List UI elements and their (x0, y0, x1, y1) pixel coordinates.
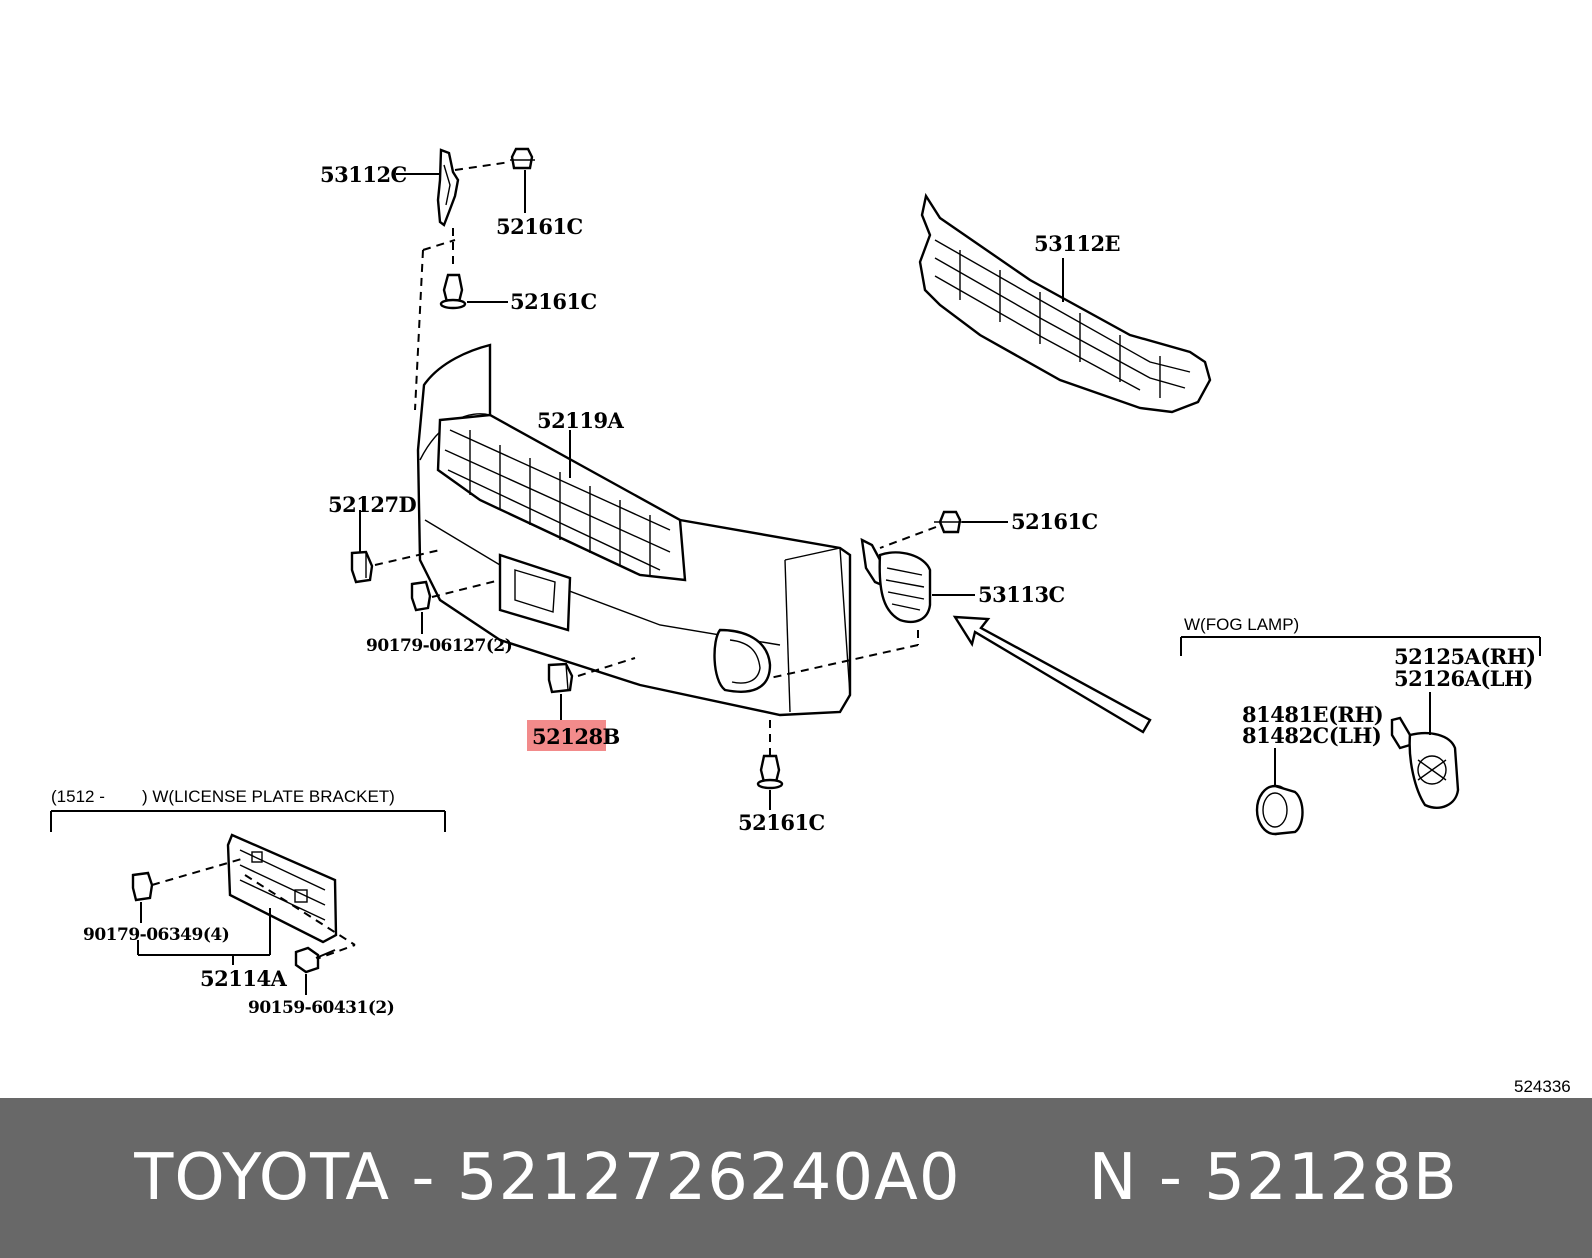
label-52126a[interactable]: 52126A(LH) (1394, 666, 1533, 691)
direction-arrow (952, 615, 1152, 734)
label-53112e[interactable]: 53112E (1034, 231, 1121, 256)
footer-separator: - (390, 1141, 457, 1215)
label-53113c[interactable]: 53113C (978, 582, 1065, 607)
label-52161c-bottom[interactable]: 52161C (738, 810, 825, 835)
clip-icon (439, 273, 467, 310)
fog-lamp-group-bracket (1180, 636, 1541, 656)
label-90179-06127[interactable]: 90179-06127(2) (366, 636, 513, 656)
label-52119a[interactable]: 52119A (537, 408, 625, 433)
footer-diagram-part: 52128B (1204, 1141, 1458, 1215)
part-53113c-drawing (860, 537, 932, 624)
retainer-52127d-drawing (350, 550, 374, 584)
label-52161c-mid[interactable]: 52161C (510, 289, 597, 314)
fog-lamp-note: W(FOG LAMP) (1184, 615, 1299, 634)
part-81481e-drawing (1255, 784, 1304, 836)
label-53112c[interactable]: 53112C (320, 162, 407, 187)
part-52114a-drawing (226, 833, 338, 944)
label-52161c-top[interactable]: 52161C (496, 214, 583, 239)
nut-90179-06127-drawing (410, 580, 432, 612)
part-53112c-drawing (436, 148, 460, 227)
clip-icon (756, 754, 784, 790)
footer-gap (961, 1141, 1089, 1215)
license-note-date: (1512 - (51, 787, 105, 806)
label-52125a[interactable]: 52125A(RH) (1394, 644, 1536, 669)
clip-icon (934, 510, 962, 534)
footer-separator-2: - (1137, 1141, 1205, 1215)
label-81482c[interactable]: 81482C(LH) (1242, 723, 1382, 748)
label-52161c-right[interactable]: 52161C (1011, 509, 1098, 534)
label-52127d[interactable]: 52127D (328, 492, 417, 517)
label-52128b[interactable]: 52128B (532, 724, 620, 749)
label-52114a[interactable]: 52114A (200, 966, 288, 991)
highlight-52128b (527, 720, 606, 751)
nut-90179-06349-drawing (131, 871, 154, 902)
bumper-drawing (416, 343, 852, 717)
footer-brand: TOYOTA (134, 1141, 391, 1215)
parts-diagram: 53112C 52161C 52161C 53112E 52119A 52127… (50, 147, 1571, 1096)
bolt-90159-60431-drawing (294, 946, 336, 974)
license-group-bracket (50, 810, 446, 832)
retainer-52128b-drawing (547, 662, 574, 694)
part-53112e-drawing (918, 192, 1212, 414)
label-90179-06349[interactable]: 90179-06349(4) (83, 925, 230, 945)
license-note-text: ) W(LICENSE PLATE BRACKET) (142, 787, 395, 806)
clip-icon (510, 147, 535, 170)
footer-banner: TOYOTA - 5212726240A0 N - 52128B (0, 1098, 1592, 1258)
footer-diagram-prefix: N (1088, 1141, 1138, 1215)
label-81481e[interactable]: 81481E(RH) (1242, 702, 1384, 727)
footer-part-number: 5212726240A0 (456, 1141, 961, 1215)
part-52125a-drawing (1390, 716, 1460, 809)
diagram-code: 524336 (1514, 1077, 1571, 1096)
label-90159-60431[interactable]: 90159-60431(2) (248, 998, 395, 1018)
